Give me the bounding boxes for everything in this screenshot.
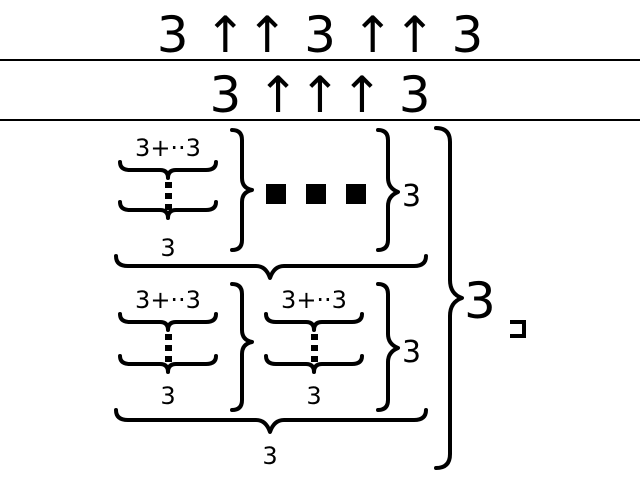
- vertical-dot: [311, 356, 318, 362]
- row1-expression: 3 ↑↑ 3 ↑↑ 3: [157, 6, 484, 64]
- bottom-left-lower-brace: [118, 354, 218, 374]
- vertical-dot: [165, 334, 172, 340]
- outer-right-brace: [434, 126, 464, 470]
- bottom-mid-base: 3: [306, 382, 321, 410]
- vertical-dot: [165, 204, 172, 210]
- ellipsis-square: [306, 184, 326, 204]
- vertical-dot: [165, 193, 172, 199]
- vertical-dot: [165, 356, 172, 362]
- top-left-right-brace: [230, 128, 254, 252]
- bottom-left-base: 3: [160, 382, 175, 410]
- top-group-underbrace: [114, 254, 428, 280]
- vertical-dot: [311, 334, 318, 340]
- top-left-lower-brace: [118, 200, 218, 220]
- final-base: 3: [464, 272, 496, 330]
- bottom-row-subscript: 3: [402, 335, 421, 370]
- bottom-mid-lower-brace: [264, 354, 364, 374]
- vertical-dot: [165, 345, 172, 351]
- bottom-group-underbrace: [114, 408, 428, 434]
- row2-expression: 3 ↑↑↑ 3: [209, 66, 430, 124]
- top-row-right-brace: [376, 128, 400, 252]
- ellipsis-square: [266, 184, 286, 204]
- vertical-dot: [165, 182, 172, 188]
- bottom-mid-sum: 3+··3: [281, 286, 347, 314]
- top-left-base: 3: [160, 234, 175, 262]
- bottom-left-sum: 3+··3: [135, 286, 201, 314]
- bottom-mid-upper-brace: [264, 312, 364, 332]
- final-subscript-symbol: [510, 320, 526, 338]
- ellipsis-square: [346, 184, 366, 204]
- vertical-dot: [311, 345, 318, 351]
- bottom-left-right-brace: [230, 282, 254, 412]
- top-left-sum: 3+··3: [135, 134, 201, 162]
- bottom-group-base: 3: [262, 442, 277, 470]
- top-left-upper-brace: [118, 160, 218, 180]
- bottom-row-right-brace: [376, 282, 400, 412]
- bottom-left-upper-brace: [118, 312, 218, 332]
- top-row-subscript: 3: [402, 179, 421, 214]
